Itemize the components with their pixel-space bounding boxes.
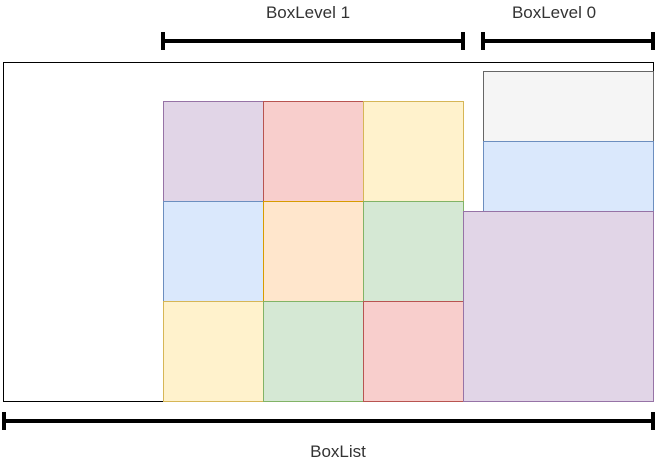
boxlevel1-grid [163,101,464,402]
box-l1-r1-c2 [363,201,464,302]
box-l1-r2-c0 [163,301,264,402]
boxlevel1-label: BoxLevel 1 [266,3,350,22]
box-l1-r0-c2 [363,101,464,202]
box-l1-r1-c0 [163,201,264,302]
box-l0-1 [483,141,654,212]
box-l1-r2-c1 [263,301,364,402]
boxlevel1-dimension-bar [161,32,465,50]
boxlevel0-dimension-bar [481,32,655,50]
box-l1-r0-c0 [163,101,264,202]
box-l1-r1-c1 [263,201,364,302]
boxlevel0-stack [463,71,654,402]
box-l1-r0-c1 [263,101,364,202]
boxlist-dimension-bar [2,412,655,430]
box-l0-2 [463,211,654,402]
box-l0-0 [483,71,654,142]
boxlist-label: BoxList [310,442,366,461]
box-l1-r2-c2 [363,301,464,402]
boxlevel0-label: BoxLevel 0 [512,3,596,22]
